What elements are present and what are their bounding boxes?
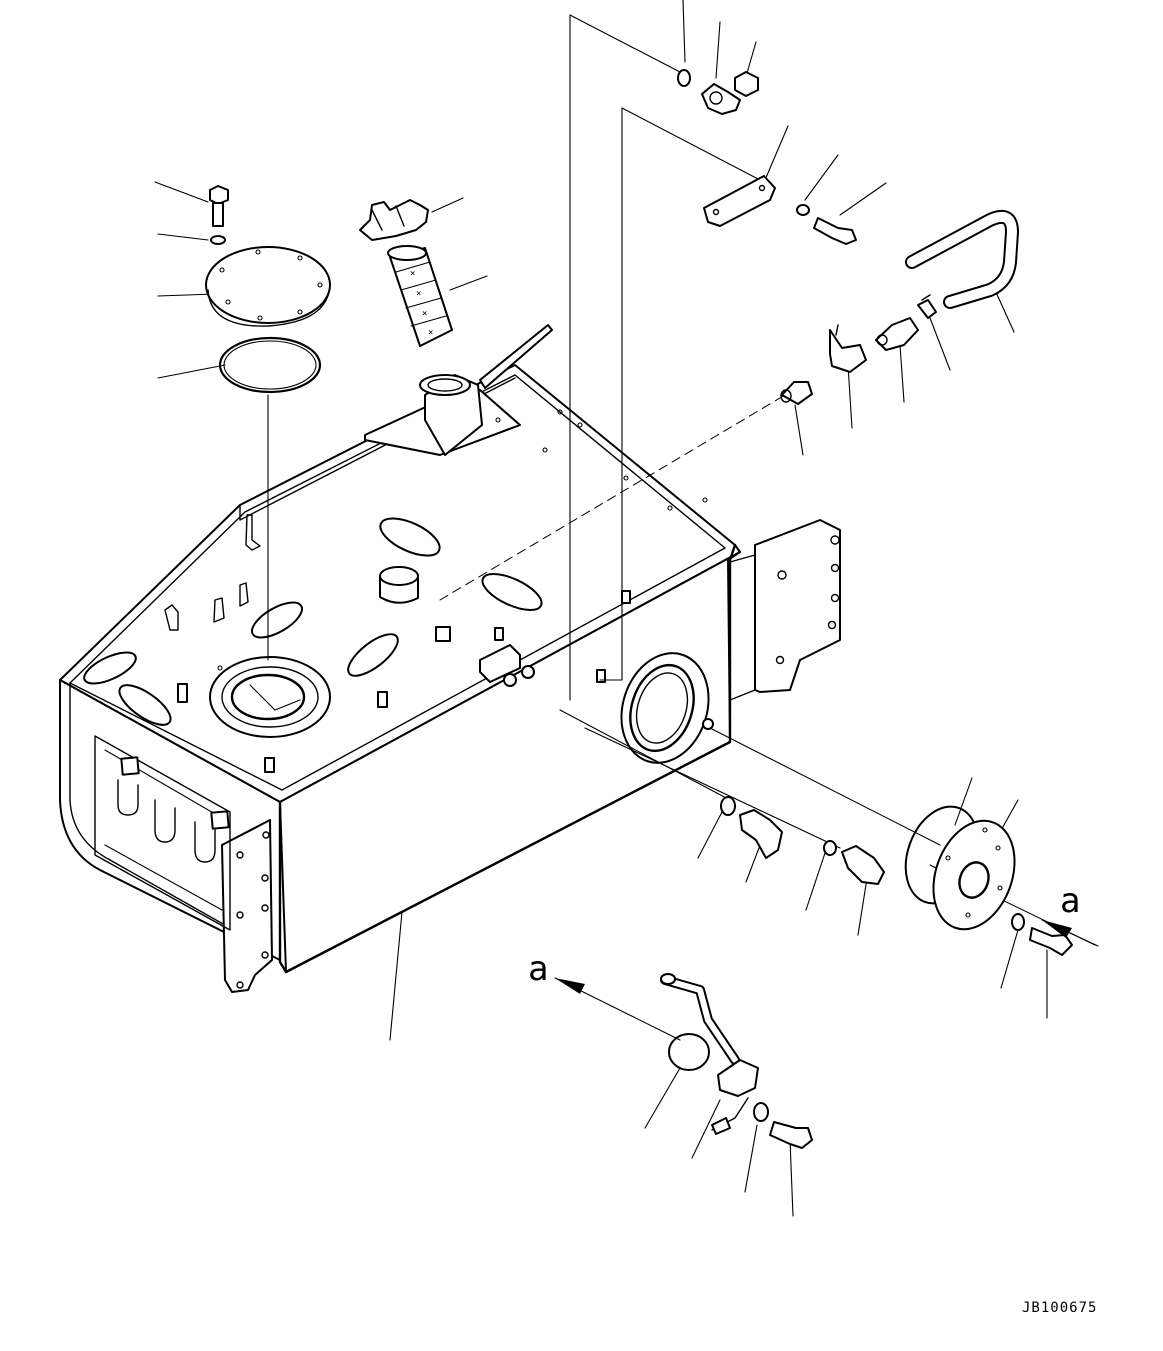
drawing-number: JB100675 — [1022, 1300, 1097, 1316]
lower-fittings — [720, 796, 885, 885]
elbow-fitting — [780, 381, 813, 405]
mounting-bracket — [703, 175, 776, 227]
view-arrow-right: a — [1041, 881, 1099, 947]
svg-text:×: × — [416, 289, 421, 299]
suction-flange — [904, 805, 1016, 931]
gasket-ring — [218, 336, 322, 394]
access-cover-plate — [205, 246, 331, 327]
svg-text:×: × — [428, 328, 433, 338]
flange-bolt — [1011, 913, 1073, 956]
svg-text:×: × — [410, 269, 415, 279]
breather-hose — [905, 210, 1019, 309]
top-fittings — [677, 69, 759, 115]
hose-connector — [875, 317, 919, 351]
hose-clamp — [917, 294, 937, 319]
hydraulic-tank-body — [59, 324, 841, 993]
level-sensor — [660, 973, 813, 1149]
view-arrow-left: a — [528, 949, 681, 1041]
bracket-bolt — [796, 204, 857, 245]
breather-cap — [359, 199, 429, 241]
view-marker-a-right: a — [1060, 881, 1080, 921]
mounting-clip — [829, 324, 867, 373]
view-marker-a-left: a — [528, 949, 548, 989]
strainer: ×××× — [387, 245, 453, 347]
cover-bolt — [209, 185, 229, 245]
svg-text:×: × — [422, 309, 427, 319]
